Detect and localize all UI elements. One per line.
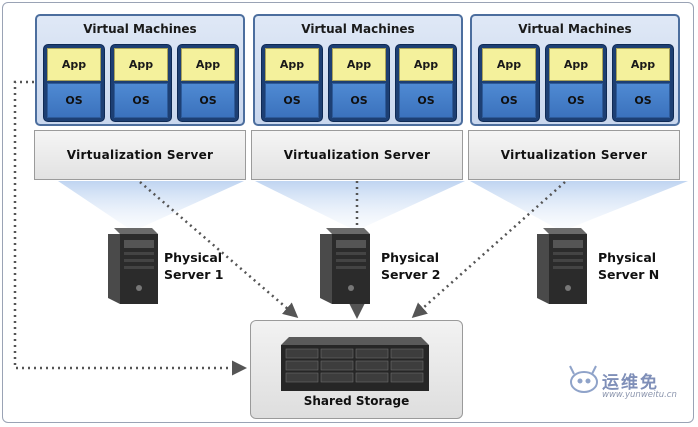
physical-server-1-line1: Physical [164,250,223,265]
os-box: OS [549,83,603,118]
physical-server-2-line1: Physical [381,250,440,265]
app-box: App [399,48,453,81]
physical-server-3-label: Physical Server N [598,249,659,283]
app-box: App [616,48,670,81]
vm-group-title: Virtual Machines [301,22,415,36]
app-box: App [47,48,101,81]
os-box: OS [265,83,319,118]
server-tower-icon-3 [537,228,587,304]
physical-server-1-label: Physical Server 1 [164,249,224,283]
storage-array-icon [281,337,429,391]
virtualization-server-3: Virtualization Server [468,130,680,180]
watermark-text: 运维免 [602,373,659,393]
physical-server-2-line2: Server 2 [381,267,441,282]
physical-server-1-line2: Server 1 [164,267,224,282]
app-box: App [181,48,235,81]
app-box: App [265,48,319,81]
os-box: OS [114,83,168,118]
physical-server-3-line2: Server N [598,267,660,282]
link-server3-storage [411,181,566,318]
os-box: OS [482,83,536,118]
os-box: OS [47,83,101,118]
virtualization-server-1: Virtualization Server [34,130,246,180]
app-box: App [549,48,603,81]
app-box: App [332,48,386,81]
server-tower-icon-2 [320,228,370,304]
shared-storage-label: Shared Storage [303,394,410,408]
shared-storage-box: Shared Storage [250,320,463,419]
os-box: OS [332,83,386,118]
os-box: OS [399,83,453,118]
link-left-storage [13,80,247,376]
cone-3 [470,181,688,228]
link-server1-storage [139,181,299,318]
watermark-url: www.yunweitu.cn [602,390,677,400]
virtualization-server-2: Virtualization Server [251,130,463,180]
os-box: OS [616,83,670,118]
os-box: OS [181,83,235,118]
app-box: App [482,48,536,81]
vm-group-title: Virtual Machines [83,22,197,36]
server-tower-icon-1 [108,228,158,304]
app-box: App [114,48,168,81]
cone-1 [58,181,244,228]
physical-server-3-line1: Physical [598,250,657,265]
cone-2 [255,181,465,228]
vm-group-title: Virtual Machines [518,22,632,36]
physical-server-2-label: Physical Server 2 [381,249,441,283]
